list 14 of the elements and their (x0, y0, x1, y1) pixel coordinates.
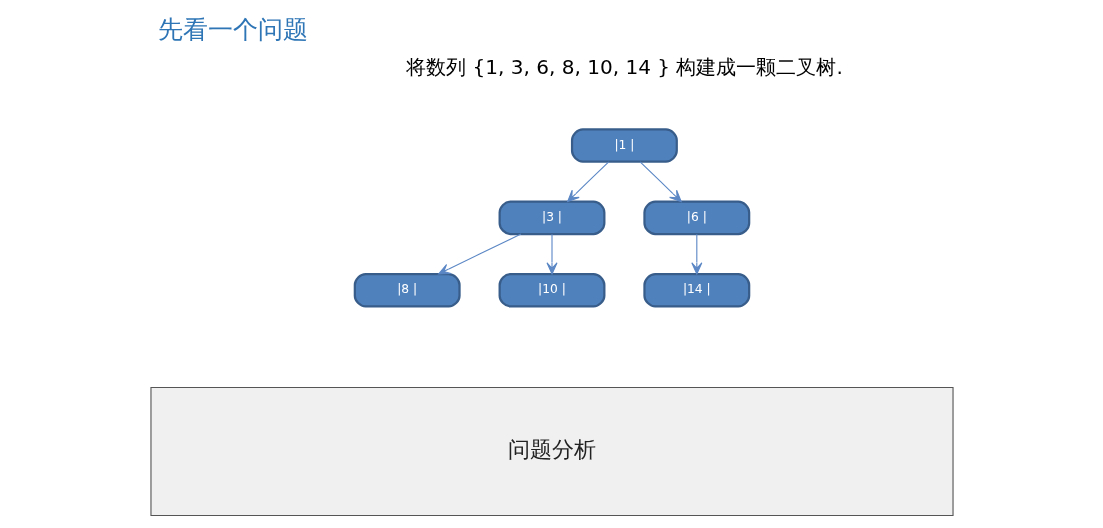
arrow (437, 233, 521, 274)
arrow (566, 160, 609, 202)
node-box: 问题分析 (149, 386, 954, 516)
arrow (545, 233, 558, 275)
arrow (690, 233, 702, 275)
node-box: |6 | (642, 200, 750, 235)
node-box: |14 | (642, 272, 750, 308)
node-box: |10 | (498, 272, 605, 308)
diagram-title: 先看一个问题 (157, 14, 308, 44)
node-box: |3 | (498, 200, 605, 235)
label: 将数列 {1, 3, 6, 8, 10, 14 } 构建成一颗二叉树. (405, 54, 843, 79)
node-box: |1 | (570, 127, 678, 163)
node-box: |8 | (353, 272, 461, 308)
arrow (639, 160, 682, 202)
